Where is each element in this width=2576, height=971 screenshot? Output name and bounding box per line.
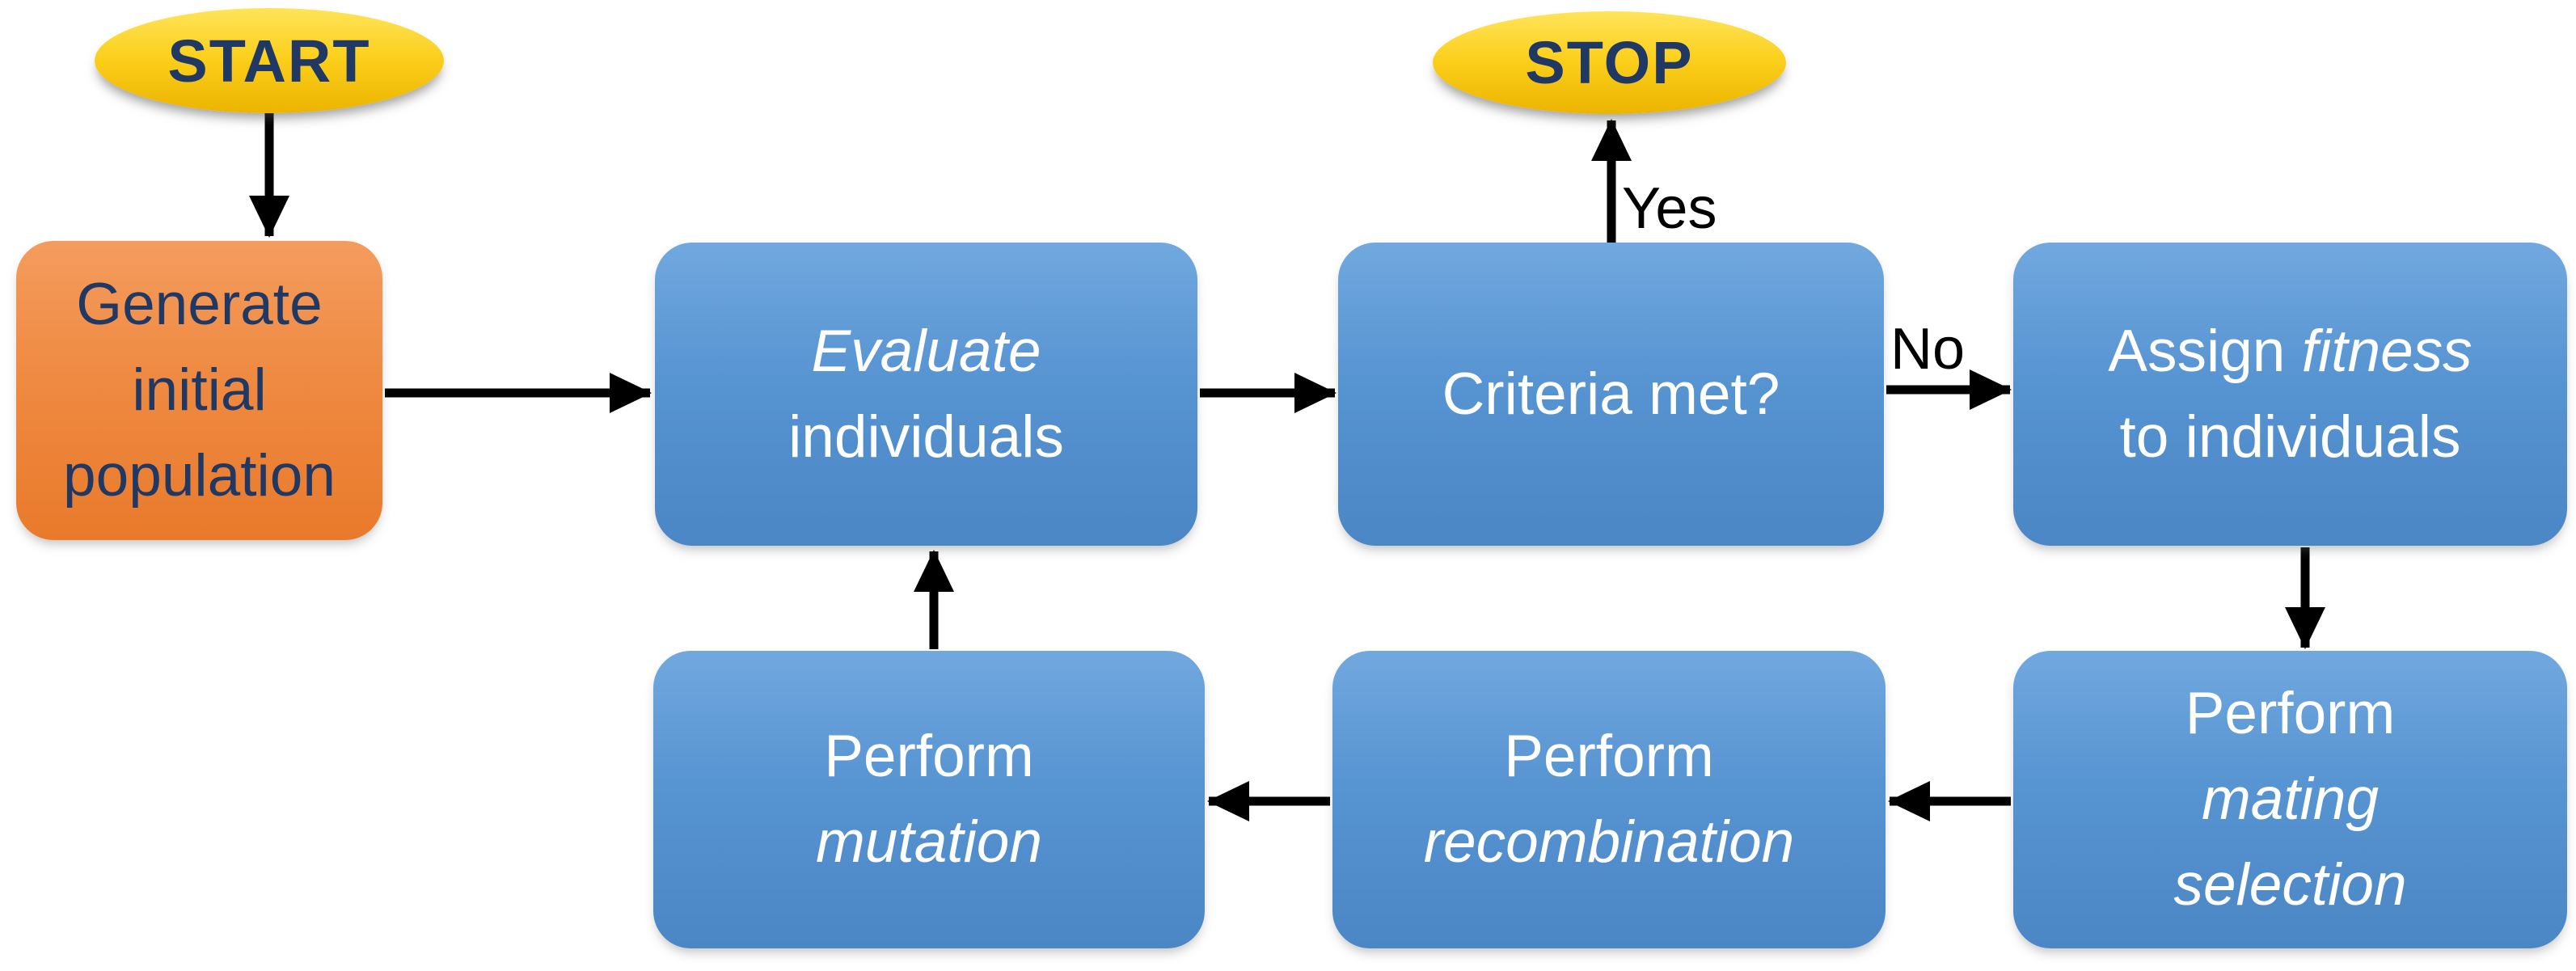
node-stop-terminal: STOP	[1433, 11, 1786, 114]
node-criteria-met-decision: Criteria met?	[1338, 243, 1884, 546]
stop-label: STOP	[1525, 29, 1694, 96]
edge-label-yes: Yes	[1622, 176, 1717, 241]
criteria-label: Criteria met?	[1442, 361, 1780, 427]
edge-label-no: No	[1890, 317, 1966, 382]
node-start-terminal: START	[95, 8, 444, 113]
start-label: START	[167, 27, 371, 95]
